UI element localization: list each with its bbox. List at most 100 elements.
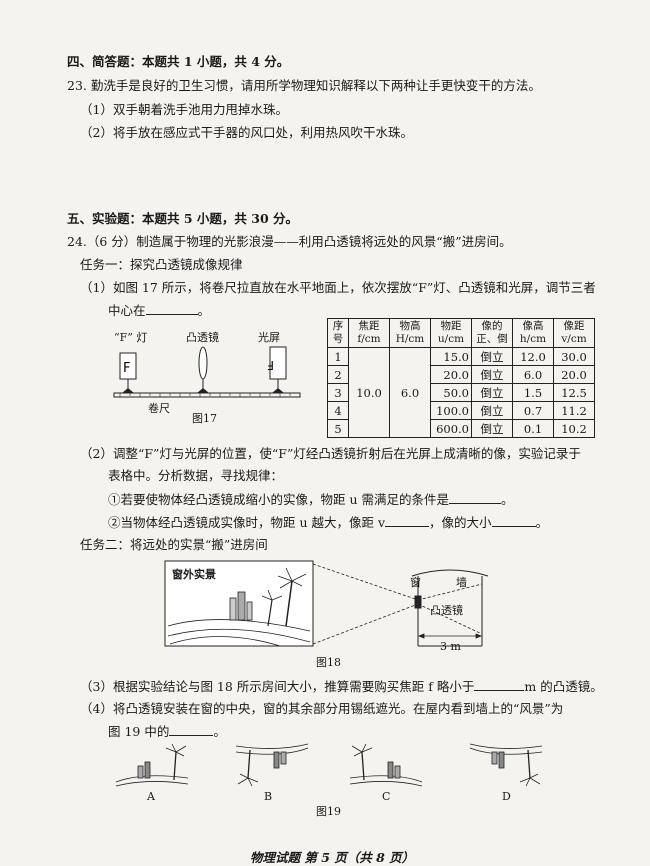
- q24-3: （3）根据实验结论与图 18 所示房间大小，推算需要购买焦距 f 略小于 m 的凸…: [80, 678, 603, 695]
- cell-orientation: 倒立: [471, 365, 513, 384]
- task2-title: 任务二：将远处的实景“搬”进房间: [80, 537, 268, 552]
- cell-u: 50.0: [430, 383, 472, 402]
- cell-index: 1: [327, 347, 349, 366]
- section4-heading: 四、简答题：本题共 1 小题，共 4 分。: [67, 54, 290, 69]
- room: [411, 569, 489, 647]
- cell-index: 4: [327, 401, 349, 420]
- fig19-option-b-image: [235, 743, 309, 787]
- cell-h: 12.0: [512, 347, 554, 366]
- fig19-option-b[interactable]: B: [264, 790, 273, 803]
- cell-u: 15.0: [430, 347, 472, 366]
- tape-measure: [113, 392, 301, 398]
- cell-orientation: 倒立: [471, 347, 513, 366]
- answer-blank-2[interactable]: [449, 491, 501, 504]
- rule2-end: 。: [535, 515, 549, 530]
- cell-index: 3: [327, 383, 349, 402]
- fig17-label-screen: 光屏: [258, 331, 280, 344]
- q24-1-end: 。: [197, 303, 211, 318]
- cell-v: 30.0: [553, 347, 595, 366]
- rule1-text: ①若要使物体经凸透镜成缩小的实像，物距 u 需满足的条件是: [108, 492, 449, 507]
- fig18-diagram: [164, 560, 489, 647]
- task1-title: 任务一：探究凸透镜成像规律: [80, 257, 243, 272]
- table-row: 2 20.0 倒立 6.0 20.0: [327, 365, 595, 384]
- header-object-height: 物高 H/cm: [389, 318, 431, 348]
- svg-text:F: F: [267, 358, 274, 372]
- q24-2-line2: 表格中。分析数据，寻找规律：: [108, 468, 284, 483]
- fig19-option-a[interactable]: A: [147, 790, 155, 803]
- cell-v: 11.2: [553, 401, 595, 420]
- header-object-distance: 物距 u/cm: [430, 318, 472, 348]
- q24-3-end: m 的凸透镜。: [524, 679, 603, 694]
- cell-focal: 10.0: [348, 347, 390, 438]
- q24-2-rule2: ②当物体经凸透镜成实像时，物距 u 越大，像距 v ，像的大小 。: [108, 514, 548, 531]
- answer-blank-3[interactable]: [385, 514, 430, 527]
- table-row: 1 10.0 6.0 15.0 倒立 12.0 30.0: [327, 347, 595, 438]
- light-rays: [312, 563, 483, 645]
- q23-method-2: （2）将手放在感应式干手器的风口处，利用热风吹干水珠。: [80, 125, 413, 140]
- q24-3-text: （3）根据实验结论与图 18 所示房间大小，推算需要购买焦距 f 略小于: [80, 679, 475, 694]
- fig17-label-lamp: “F” 灯: [114, 331, 148, 344]
- fig19-option-d[interactable]: D: [502, 790, 511, 803]
- q24-2-line1: （2）调整“F”灯与光屏的位置，使“F”灯经凸透镜折射后在光屏上成清晰的像，实验…: [80, 446, 581, 461]
- fig18-label-window: 窗: [410, 576, 421, 589]
- fig18-label-scene: 窗外实景: [172, 568, 216, 581]
- page-footer: 物理试题 第 5 页（共 8 页）: [250, 850, 415, 865]
- header-image-height: 像高 h/cm: [512, 318, 554, 348]
- fig17-label-lens: 凸透镜: [186, 331, 219, 344]
- answer-blank-5[interactable]: [474, 678, 525, 691]
- table-row: 3 50.0 倒立 1.5 12.5: [327, 383, 595, 402]
- fig19-option-d-image: [469, 743, 543, 787]
- cell-u: 600.0: [430, 419, 472, 438]
- answer-blank-4[interactable]: [491, 514, 536, 527]
- section5-heading: 五、实验题：本题共 5 小题，共 30 分。: [67, 211, 299, 226]
- rule2-text-b: ，像的大小: [429, 515, 492, 530]
- table-header-row: 序号 焦距 f/cm 物高 H/cm 物距 u/cm 像的正、倒 像高 h/cm…: [327, 318, 595, 348]
- cell-u: 20.0: [430, 365, 472, 384]
- fig19-option-c[interactable]: C: [382, 790, 391, 803]
- q24-4-end: 。: [213, 724, 226, 739]
- q24-4-line2: 图 19 中的 。: [108, 723, 226, 740]
- q24-1-line1: （1）如图 17 所示，将卷尺拉直放在水平地面上，依次摆放“F”灯、凸透镜和光屏…: [80, 280, 596, 295]
- f-lamp: F: [119, 352, 137, 393]
- fig17-caption: 图17: [192, 412, 217, 425]
- rule2-text-a: ②当物体经凸透镜成实像时，物距 u 越大，像距 v: [108, 515, 386, 530]
- svg-text:F: F: [123, 361, 130, 376]
- header-focal: 焦距 f/cm: [348, 318, 390, 348]
- cell-h: 0.7: [512, 401, 554, 420]
- cell-index: 5: [327, 419, 349, 438]
- table-row: 5 600.0 倒立 0.1 10.2: [327, 419, 595, 438]
- cell-object-height: 6.0: [389, 347, 431, 438]
- fig19-caption: 图19: [316, 805, 341, 818]
- q24-4-text: 图 19 中的: [108, 724, 170, 739]
- cell-index: 2: [327, 365, 349, 384]
- header-orientation: 像的正、倒: [471, 318, 513, 348]
- fig18-caption: 图18: [316, 656, 341, 669]
- header-index: 序号: [327, 318, 349, 348]
- q24-1-text: 中心在: [108, 303, 146, 318]
- light-screen: F: [267, 346, 287, 393]
- scene-illustration: [167, 567, 311, 647]
- cell-v: 20.0: [553, 365, 595, 384]
- header-image-distance: 像距 v/cm: [553, 318, 595, 348]
- answer-blank-1[interactable]: [145, 302, 198, 315]
- q23-stem: 23. 勤洗手是良好的卫生习惯，请用所学物理知识解释以下两种让手更快变干的方法。: [67, 78, 541, 93]
- cell-h: 6.0: [512, 365, 554, 384]
- q24-1-line2: 中心在 。: [108, 302, 210, 319]
- q24-2-rule1: ①若要使物体经凸透镜成缩小的实像，物距 u 需满足的条件是 。: [108, 491, 514, 508]
- convex-lens: [197, 346, 209, 393]
- fig19-option-c-image: [349, 743, 423, 787]
- cell-orientation: 倒立: [471, 401, 513, 420]
- cell-h: 1.5: [512, 383, 554, 402]
- cell-orientation: 倒立: [471, 419, 513, 438]
- table-row: 4 100.0 倒立 0.7 11.2: [327, 401, 595, 420]
- fig17-label-tape: 卷尺: [148, 402, 170, 415]
- fig18-label-width: 3 m: [440, 640, 461, 653]
- q24-4-line1: （4）将凸透镜安装在窗的中央，窗的其余部分用锡纸遮光。在屋内看到墙上的“风景”为: [80, 701, 564, 716]
- rule1-end: 。: [501, 492, 514, 507]
- fig18-label-wall: 墙: [456, 576, 467, 589]
- fig17-diagram: F F: [113, 346, 301, 398]
- q23-method-1: （1）双手朝着洗手池用力甩掉水珠。: [80, 102, 288, 117]
- cell-v: 12.5: [553, 383, 595, 402]
- fig19-option-a-image: [115, 743, 189, 787]
- answer-blank-6[interactable]: [169, 723, 214, 736]
